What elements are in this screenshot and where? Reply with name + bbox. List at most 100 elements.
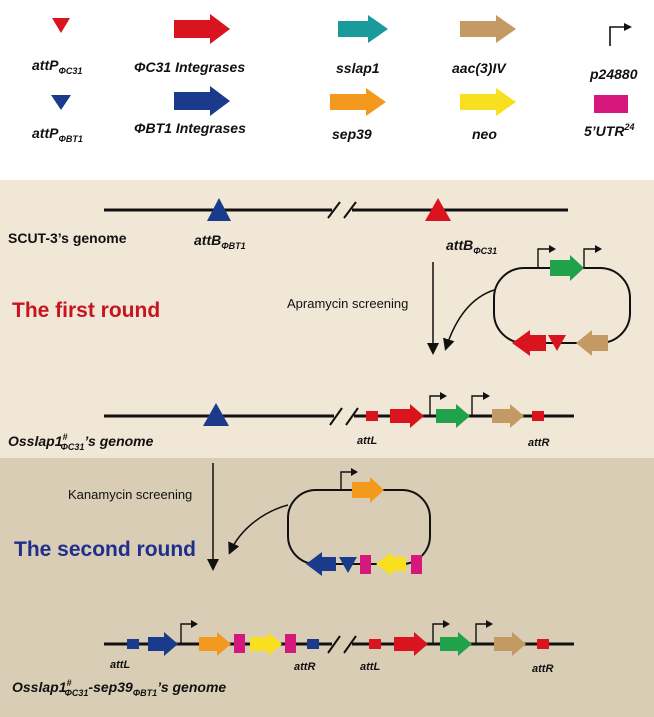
- final-genome-label-sub1: ΦC31: [65, 688, 89, 698]
- first-round-title: The first round: [12, 299, 160, 322]
- promoter-label: p24880: [589, 66, 638, 82]
- attb-bt1-label: attB: [194, 232, 221, 248]
- panel-second-round-background: [0, 458, 654, 717]
- plasmid-2: [287, 468, 431, 576]
- aac3iv-arrow-icon: [460, 15, 516, 43]
- legend-background: [0, 0, 654, 180]
- final-attl-c31-box-icon: [369, 639, 381, 649]
- utr-sup: 24: [623, 122, 634, 132]
- final-promoter-3-icon: [475, 623, 489, 644]
- panel-first-round-background: [0, 180, 654, 458]
- final-genome-label-post: ’s genome: [157, 679, 226, 695]
- plasmid1-aac3iv-arrow-icon: [576, 330, 608, 356]
- second-round-title: The second round: [14, 538, 196, 561]
- plasmid-1: [493, 245, 631, 356]
- plasmid2-attp-bt1-triangle-icon: [339, 557, 357, 573]
- attb-c31-triangle-icon: [425, 198, 451, 221]
- svg-text:attPΦC31: attPΦC31: [32, 57, 82, 76]
- svg-text:5’UTR24: 5’UTR24: [584, 122, 634, 139]
- final-attl-1-label: attL: [110, 659, 130, 671]
- final-promoter-1-icon: [180, 623, 194, 644]
- final-bt1-integrase-arrow-icon: [148, 632, 178, 656]
- attb-bt1-triangle-icon: [207, 198, 231, 221]
- svg-text:Osslap1#ΦC31’s genome: Osslap1#ΦC31’s genome: [8, 432, 154, 452]
- attp-c31-triangle-icon: [52, 18, 70, 33]
- final-attl-2-label: attL: [360, 661, 380, 673]
- result1-promoter-2-icon: [471, 395, 486, 416]
- final-genome-label-pre: Osslap1: [12, 679, 67, 695]
- attp-c31-label: attP: [32, 57, 59, 73]
- osslap1-genome-label-sub: ΦC31: [61, 442, 85, 452]
- aac3iv-label: aac(3)IV: [452, 60, 507, 76]
- osslap1-genome-label-post: ’s genome: [84, 433, 153, 449]
- final-c31-integrase-arrow-icon: [394, 632, 428, 656]
- final-genome-label-sub2: ΦBT1: [133, 688, 157, 698]
- final-genome-label-sup: #: [66, 678, 71, 688]
- neo-arrow-icon: [460, 88, 516, 116]
- plasmid2-sep39-arrow-icon: [352, 477, 384, 503]
- sslap1-arrow-icon: [338, 15, 388, 43]
- promoter-arrow-icon: [609, 26, 628, 46]
- attp-c31-sub: ΦC31: [58, 66, 82, 76]
- result1-c31-integrase-arrow-icon: [390, 404, 424, 428]
- plasmid2-bt1-integrase-arrow-icon: [306, 552, 336, 576]
- bt1-integrase-label: ΦBT1 Integrases: [134, 120, 246, 136]
- plasmid1-promoter-1-icon: [537, 248, 552, 268]
- plasmid1-promoter-2-icon: [583, 248, 598, 268]
- neo-label: neo: [472, 126, 497, 142]
- apramycin-screening-label: Apramycin screening: [287, 296, 408, 311]
- attp-bt1-label: attP: [32, 125, 59, 141]
- final-attr-2-label: attR: [532, 663, 553, 675]
- result1-attl-box-icon: [366, 411, 378, 421]
- c31-integrase-label: ΦC31 Integrases: [134, 59, 245, 75]
- plasmid1-c31-integrase-arrow-icon: [512, 330, 546, 356]
- plasmid2-utr-box-1-icon: [360, 555, 371, 574]
- final-promoter-2-icon: [432, 623, 446, 644]
- osslap1-genome-label-sup: #: [62, 432, 67, 442]
- svg-text:attPΦBT1: attPΦBT1: [32, 125, 83, 144]
- integration-curve-arrow-2: [228, 504, 289, 555]
- final-sep39-arrow-icon: [199, 632, 231, 656]
- plasmid2-promoter-icon: [340, 471, 354, 490]
- final-attr-bt1-box-icon: [307, 639, 319, 649]
- osslap1-genome-label-pre: Osslap1: [8, 433, 63, 449]
- result1-attr-label: attR: [528, 437, 549, 449]
- final-attr-1-label: attR: [294, 661, 315, 673]
- utr-label: 5’UTR: [584, 123, 625, 139]
- svg-text:Osslap1#ΦC31-sep39ΦBT1’s genom: Osslap1#ΦC31-sep39ΦBT1’s genome: [12, 678, 226, 698]
- attp-bt1-sub: ΦBT1: [58, 134, 82, 144]
- integration-curve-arrow: [443, 289, 495, 351]
- final-attr-c31-box-icon: [537, 639, 549, 649]
- plasmid1-sslap1-arrow-icon: [550, 255, 584, 281]
- result1-attr-box-icon: [532, 411, 544, 421]
- sslap1-label: sslap1: [336, 60, 380, 76]
- attb-c31-label: attB: [446, 237, 473, 253]
- legend: attPΦC31 attPΦBT1 ΦC31 Integrases ΦBT1 I…: [32, 14, 638, 144]
- sep39-arrow-icon: [330, 88, 386, 116]
- result1-promoter-1-icon: [429, 395, 443, 416]
- final-aac3iv-arrow-icon: [494, 632, 526, 656]
- result1-sslap1-arrow-icon: [436, 404, 470, 428]
- svg-text:attBΦC31: attBΦC31: [446, 237, 497, 256]
- final-sslap1-arrow-icon: [440, 632, 472, 656]
- plasmid2-neo-arrow-icon: [376, 552, 406, 576]
- final-utr-box-1-icon: [234, 634, 245, 653]
- bt1-integrase-arrow-icon: [174, 86, 230, 116]
- result1-attl-label: attL: [357, 435, 377, 447]
- attb-bt1-sub: ΦBT1: [221, 241, 245, 251]
- plasmid2-utr-box-2-icon: [411, 555, 422, 574]
- result1-aac3iv-arrow-icon: [492, 404, 524, 428]
- c31-integrase-arrow-icon: [174, 14, 230, 44]
- kanamycin-screening-label: Kanamycin screening: [68, 487, 192, 502]
- first-round-panel: SCUT-3’s genome attBΦBT1 attBΦC31 The fi…: [8, 198, 631, 452]
- svg-text:attBΦBT1: attBΦBT1: [194, 232, 246, 251]
- second-round-panel: Kanamycin screening The second round: [12, 463, 574, 698]
- final-attl-bt1-box-icon: [127, 639, 139, 649]
- sep39-label: sep39: [332, 126, 372, 142]
- result1-attb-bt1-triangle-icon: [203, 403, 229, 426]
- attb-c31-sub: ΦC31: [473, 246, 497, 256]
- plasmid1-attp-c31-triangle-icon: [548, 335, 566, 351]
- final-utr-box-2-icon: [285, 634, 296, 653]
- final-neo-arrow-icon: [250, 632, 282, 656]
- final-genome-label-mid: -sep39: [88, 679, 133, 695]
